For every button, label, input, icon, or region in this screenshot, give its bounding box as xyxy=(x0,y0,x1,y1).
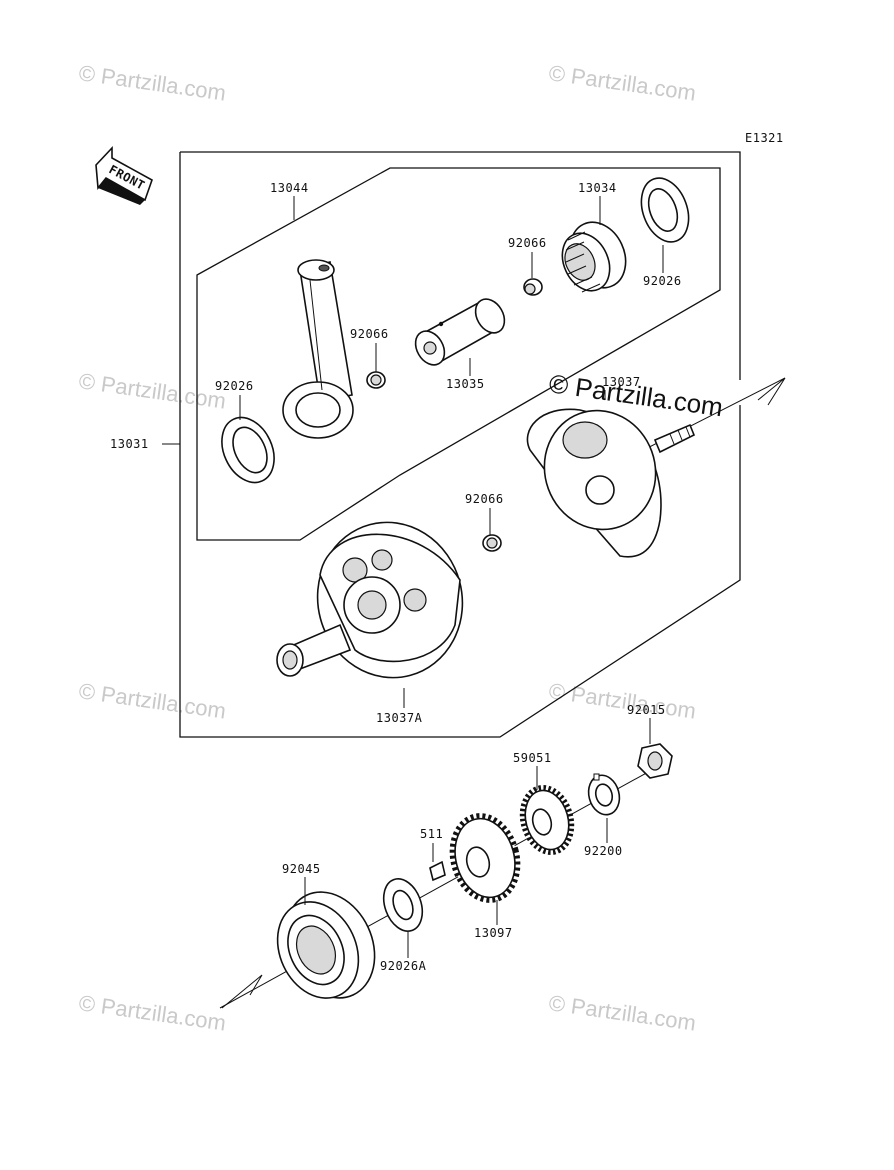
watermark: © Partzilla.com xyxy=(547,990,697,1035)
part-label: 92026A xyxy=(380,959,427,973)
part-label: 92015 xyxy=(627,703,666,717)
crank-half-right xyxy=(526,408,696,558)
connecting-rod xyxy=(282,259,354,439)
hex-nut xyxy=(637,743,673,779)
part-label: 13097 xyxy=(474,926,513,940)
part-label: 59051 xyxy=(513,751,552,765)
crank-half-left xyxy=(276,521,464,679)
part-label: 13044 xyxy=(270,181,309,195)
thrust-washer xyxy=(640,177,690,243)
dowel-pin xyxy=(366,371,386,389)
watermark: © Partzilla.com xyxy=(77,368,227,413)
thrust-washer xyxy=(221,416,275,484)
watermark: © Partzilla.com xyxy=(547,678,697,723)
watermark: © Partzilla.com xyxy=(77,990,227,1035)
dowel-pin xyxy=(482,534,502,552)
needle-bearing xyxy=(561,221,627,293)
part-label: 92066 xyxy=(350,327,389,341)
diagram-code: E1321 xyxy=(745,131,784,145)
lock-washer xyxy=(587,773,621,816)
part-label: 13031 xyxy=(110,437,149,451)
balancer-gear xyxy=(519,785,575,855)
part-label: 511 xyxy=(420,827,443,841)
part-labels: 13044 13034 92066 92026 92066 13035 9202… xyxy=(110,181,682,973)
part-label: 92045 xyxy=(282,862,321,876)
watermark: © Partzilla.com xyxy=(547,60,697,105)
part-label: 13034 xyxy=(578,181,617,195)
woodruff-key xyxy=(429,860,446,882)
crank-pin xyxy=(414,298,506,366)
drive-gear xyxy=(449,813,521,903)
part-label: 13035 xyxy=(446,377,485,391)
part-label: 92200 xyxy=(584,844,623,858)
leader-lines xyxy=(162,196,664,958)
part-label: 13037 xyxy=(602,375,641,389)
dowel-pin xyxy=(523,278,543,296)
front-arrow-icon: FRONT xyxy=(95,145,153,205)
part-label: 92066 xyxy=(465,492,504,506)
conrod-subframe xyxy=(196,167,721,541)
thrust-washer xyxy=(382,878,424,932)
part-label: 92026 xyxy=(215,379,254,393)
assembly-frame xyxy=(180,151,741,380)
watermark: © Partzilla.com xyxy=(77,60,227,105)
part-label: 92066 xyxy=(508,236,547,250)
part-label: 92026 xyxy=(643,274,682,288)
part-label: 13037A xyxy=(376,711,423,725)
watermark: © Partzilla.com xyxy=(77,678,227,723)
ball-bearing xyxy=(276,891,376,999)
